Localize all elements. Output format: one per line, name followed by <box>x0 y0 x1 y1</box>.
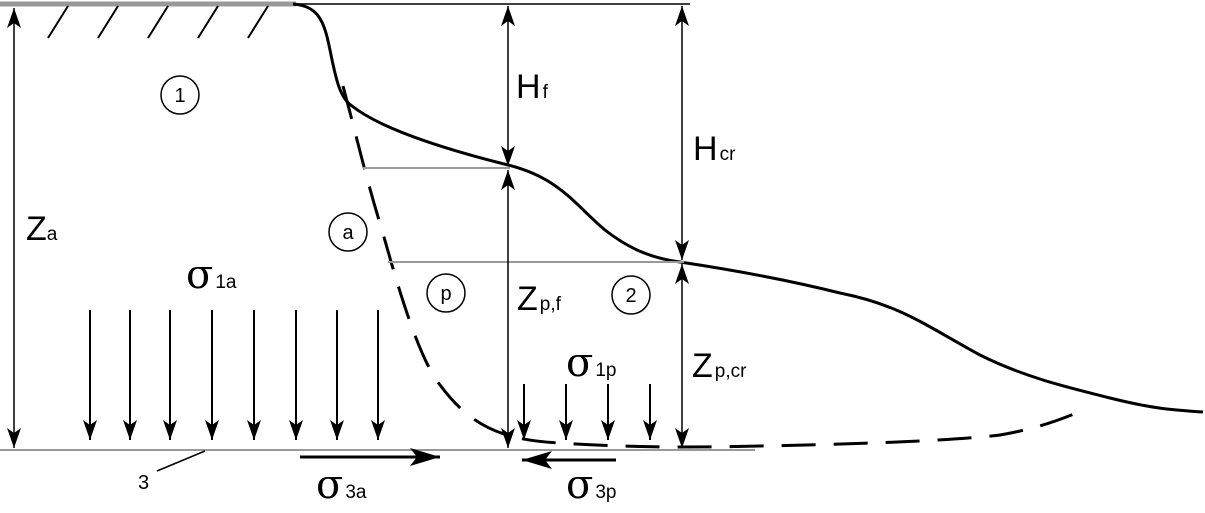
label-zpcr-main: Z <box>692 347 713 385</box>
zone-p-label: p <box>440 283 451 305</box>
zone-2-label: 2 <box>625 285 636 307</box>
item3-leader-line <box>156 450 206 472</box>
slope-profile-curve <box>292 2 1204 414</box>
label-sigma-3p-main: σ <box>566 462 593 508</box>
label-za: Za <box>26 210 58 248</box>
label-hf-sub: f <box>543 82 549 103</box>
label-hcr-main: H <box>693 130 718 168</box>
label-sigma-1p-sub: 1p <box>595 360 616 381</box>
label-sigma-1a-sub: 1a <box>215 272 237 293</box>
zone-a-label: a <box>342 222 354 244</box>
label-zpf-main: Z <box>517 280 538 318</box>
zone-1-marker: 1 <box>160 75 200 115</box>
label-sigma-1a-main: σ <box>186 252 213 298</box>
zone-1-label: 1 <box>174 85 185 107</box>
zone-a-marker: a <box>328 212 368 252</box>
label-hf-main: H <box>516 68 541 106</box>
label-zpcr-sub: p,cr <box>715 361 747 382</box>
label-item-3: 3 <box>138 472 149 494</box>
sigma-1p-arrows <box>517 384 657 440</box>
zone-p-marker: p <box>426 273 466 313</box>
zone-2-marker: 2 <box>611 275 651 315</box>
label-sigma-3p-sub: 3p <box>595 482 616 503</box>
label-hcr-sub: cr <box>720 144 737 165</box>
label-za-sub: a <box>47 224 58 245</box>
sigma-1a-arrows <box>83 310 385 440</box>
label-zpf-sub: p,f <box>540 294 562 315</box>
label-za-main: Z <box>26 210 47 248</box>
label-sigma-3a-sub: 3a <box>345 482 367 503</box>
label-sigma-3a-main: σ <box>316 462 343 508</box>
ground-hatching <box>47 5 269 39</box>
label-sigma-1p-main: σ <box>566 340 593 386</box>
